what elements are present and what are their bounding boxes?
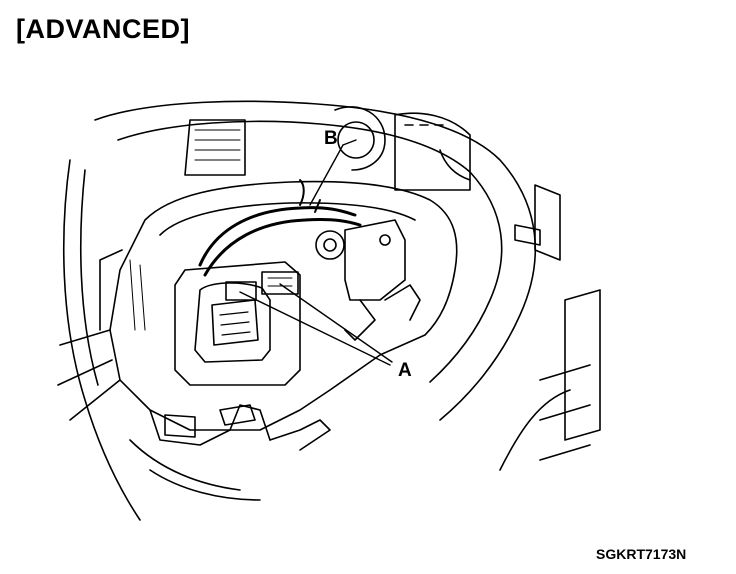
- wire-harness: [198, 206, 357, 267]
- clock-spring: [315, 230, 345, 260]
- leader-a2: [279, 283, 393, 363]
- dash-vent: [184, 119, 246, 176]
- leader-a1: [239, 291, 391, 366]
- hub-housing: [109, 180, 458, 431]
- leader-b: [342, 139, 357, 146]
- connector-a2: [261, 271, 299, 295]
- callout-label-a: A: [398, 360, 412, 381]
- wheel-rim-inner: [117, 120, 503, 383]
- airbag-recess: [174, 261, 301, 386]
- connector-a1: [225, 281, 257, 301]
- wheel-rim-outer: [94, 100, 537, 421]
- horn-disc: [334, 106, 386, 171]
- callout-label-b: B: [324, 128, 338, 149]
- instrument-cluster: [394, 112, 471, 191]
- figure-code: SGKRT7173N: [596, 546, 687, 562]
- page-title: [ADVANCED]: [16, 14, 190, 44]
